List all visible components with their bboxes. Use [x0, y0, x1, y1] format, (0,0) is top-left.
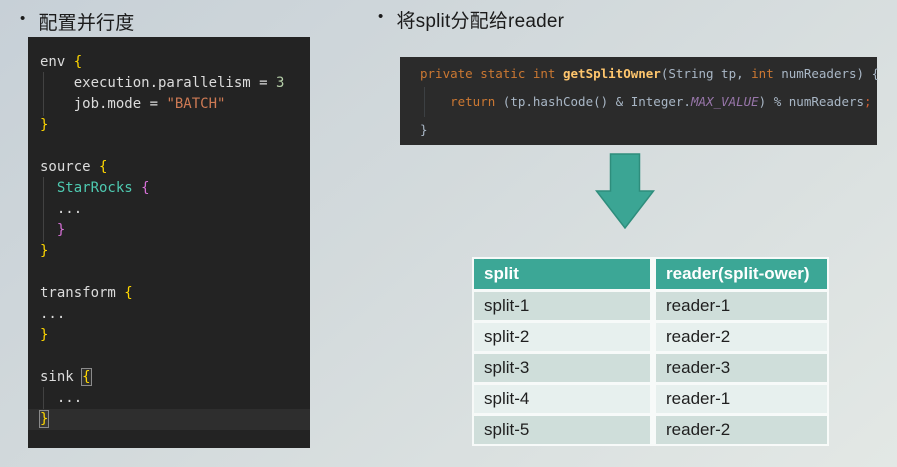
- code-line: job.mode = "BATCH": [40, 93, 310, 116]
- code-token: }: [40, 243, 49, 259]
- config-code-block: env { execution.parallelism = 3 job.mode…: [28, 37, 310, 448]
- code-token: {: [99, 159, 108, 175]
- table-cell: split-3: [474, 354, 650, 382]
- code-token: ;: [864, 94, 872, 109]
- code-token: execution.parallelism =: [40, 75, 277, 91]
- code-token: ...: [40, 201, 83, 217]
- code-token: source: [40, 159, 100, 175]
- table-cell: split-5: [474, 416, 650, 444]
- code-token: }: [40, 117, 49, 133]
- table-cell: reader-2: [656, 323, 827, 351]
- code-token: numReaders) {: [773, 66, 880, 81]
- code-line: [40, 262, 310, 283]
- left-bullet-title: • 配置并行度: [20, 8, 134, 35]
- bullet-icon: •: [378, 8, 384, 25]
- bullet-icon: •: [20, 10, 26, 27]
- code-token: 3: [276, 75, 285, 91]
- code-token: int: [751, 66, 774, 81]
- code-line: }: [40, 241, 310, 262]
- code-token: }: [56, 222, 66, 238]
- code-token: }: [40, 327, 49, 343]
- code-line: StarRocks {: [40, 177, 310, 200]
- code-token: getSplitOwner: [563, 66, 661, 81]
- down-arrow-icon: [595, 153, 655, 229]
- code-token: (tp.hashCode() & Integer.: [495, 94, 691, 109]
- code-line: transform {: [40, 283, 310, 304]
- code-token: [40, 180, 57, 196]
- table-header-cell: reader(split-ower): [656, 259, 827, 289]
- code-line: execution.parallelism = 3: [40, 72, 310, 95]
- code-token: private static int: [420, 66, 563, 81]
- code-token: job.mode =: [40, 96, 167, 112]
- code-line: [40, 346, 310, 367]
- table-cell: reader-1: [656, 292, 827, 320]
- right-bullet-title: • 将split分配给reader: [378, 6, 564, 33]
- code-line: env {: [40, 52, 310, 73]
- table-cell: reader-2: [656, 416, 827, 444]
- table-cell: split-1: [474, 292, 650, 320]
- left-title-text: 配置并行度: [38, 13, 135, 34]
- right-title-text: 将split分配给reader: [396, 11, 565, 32]
- code-token: {: [124, 285, 133, 301]
- code-token: StarRocks: [56, 180, 142, 196]
- code-token: {: [141, 180, 150, 196]
- code-line: }: [40, 115, 310, 136]
- code-token: }: [40, 411, 49, 427]
- code-line: sink {: [40, 367, 310, 388]
- code-token: ) % numReaders: [758, 94, 865, 109]
- code-token: ...: [40, 306, 66, 322]
- code-line: }: [40, 325, 310, 346]
- code-token: return: [450, 94, 496, 109]
- code-token: }: [420, 122, 428, 137]
- table-cell: split-2: [474, 323, 650, 351]
- code-token: [40, 222, 57, 238]
- code-line: }: [40, 219, 310, 242]
- code-line: }: [40, 409, 310, 430]
- code-line: ...: [40, 198, 310, 221]
- code-token: {: [73, 54, 83, 70]
- code-token: [420, 94, 450, 109]
- table-cell: reader-1: [656, 385, 827, 413]
- code-token: {: [82, 369, 91, 385]
- code-line: return (tp.hashCode() & Integer.MAX_VALU…: [420, 87, 877, 117]
- code-line: ...: [40, 387, 310, 410]
- table-cell: split-4: [474, 385, 650, 413]
- code-token: env: [40, 54, 74, 70]
- code-token: ...: [40, 390, 83, 406]
- code-token: "BATCH": [166, 96, 226, 112]
- table-header-cell: split: [474, 259, 650, 289]
- code-line: private static int getSplitOwner(String …: [420, 60, 880, 88]
- code-token: sink: [40, 369, 83, 385]
- code-token: MAX_VALUE: [690, 94, 759, 109]
- code-line: }: [420, 116, 877, 144]
- java-code-block: private static int getSplitOwner(String …: [400, 57, 880, 145]
- code-token: transform: [40, 285, 125, 301]
- code-token: (String tp,: [660, 66, 752, 81]
- code-line: [40, 136, 310, 157]
- table-cell: reader-3: [656, 354, 827, 382]
- code-line: ...: [40, 304, 310, 325]
- code-line: source {: [40, 157, 310, 178]
